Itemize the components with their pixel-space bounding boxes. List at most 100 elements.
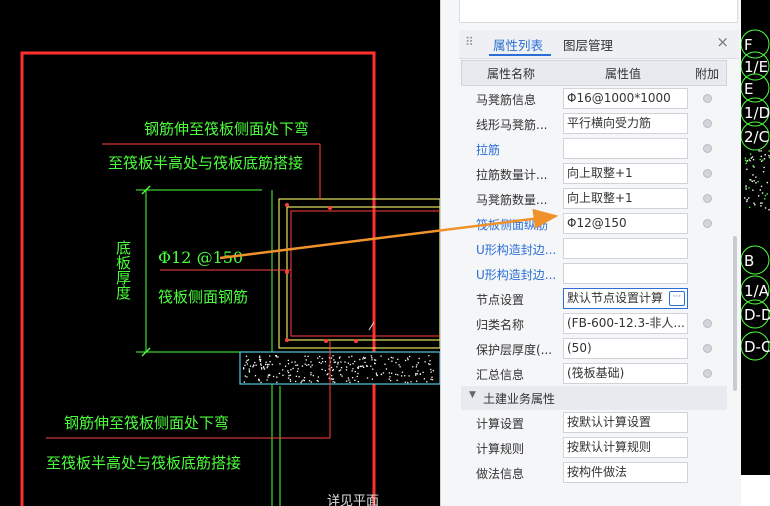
property-value-field[interactable]: (FB-600-12.3-非人... — [563, 313, 688, 334]
raft-section-inner — [286, 206, 440, 341]
axis-bubble — [741, 245, 770, 275]
property-name: 计算设置 — [476, 417, 525, 431]
property-name: 归类名称 — [476, 318, 525, 332]
column-extra-header: 附加 — [695, 67, 720, 81]
extra-checkbox[interactable] — [703, 369, 712, 378]
extra-checkbox[interactable] — [703, 219, 712, 228]
property-value: (50) — [567, 341, 592, 355]
close-icon[interactable]: × — [716, 33, 729, 51]
extra-checkbox[interactable] — [703, 319, 712, 328]
property-value: 平行横向受力筋 — [567, 116, 652, 130]
property-value: 向上取整+1 — [567, 191, 633, 205]
property-row[interactable]: 拉筋数量计... 向上取整+1 — [461, 161, 727, 186]
property-value-field[interactable]: (筏板基础) — [563, 363, 688, 384]
property-row[interactable]: 归类名称 (FB-600-12.3-非人... — [461, 311, 727, 336]
rebar-dot — [324, 339, 328, 343]
top-box — [459, 0, 738, 23]
axis-label: D-C — [744, 338, 770, 356]
cad-note-bottom-2: 至筏板半高处与筏板底筋搭接 — [46, 454, 242, 472]
property-value-field[interactable]: 按默认计算规则 — [563, 437, 688, 458]
property-value: 按默认计算设置 — [567, 415, 652, 429]
property-name: U形构造封边... — [476, 243, 556, 257]
axis-bubble — [741, 331, 770, 361]
property-row[interactable]: 汇总信息 (筏板基础) — [461, 361, 727, 386]
axis-label: 1/A — [744, 282, 770, 300]
property-value-field[interactable] — [563, 238, 688, 259]
axis-label: 1/E — [744, 58, 768, 76]
axis-bubble — [741, 51, 770, 81]
cad-rebar-name: 筏板侧面钢筋 — [158, 288, 249, 306]
drag-handle-icon[interactable]: ⠿ — [465, 35, 474, 49]
axis-label: 2/C — [744, 128, 769, 146]
property-row[interactable]: 计算设置 按默认计算设置 — [461, 410, 727, 435]
property-row[interactable]: 马凳筋信息 Φ16@1000*1000 — [461, 86, 727, 111]
section-header[interactable]: ▼ 土建业务属性 — [461, 386, 727, 410]
property-name: 马凳筋信息 — [476, 93, 537, 107]
extra-checkbox[interactable] — [703, 194, 712, 203]
rebar-dot — [328, 206, 332, 210]
collapse-icon[interactable]: ▼ — [469, 390, 476, 400]
tab-property-list[interactable]: 属性列表 — [493, 38, 544, 53]
cad-note-bottom-1: 钢筋伸至筏板侧面处下弯 — [64, 414, 230, 432]
property-value: 默认节点设置计算 — [567, 291, 664, 305]
cad-note-top-2: 至筏板半高处与筏板底筋搭接 — [108, 154, 304, 172]
property-value-field[interactable]: 向上取整+1 — [563, 163, 688, 184]
cad-rebar-label: Φ12 @150 — [158, 248, 244, 267]
cad-thickness-label: 底板厚度 — [114, 240, 132, 300]
rebar-dot — [354, 339, 358, 343]
extra-checkbox[interactable] — [703, 119, 712, 128]
extra-checkbox[interactable] — [703, 169, 712, 178]
rebar-dot — [285, 270, 289, 274]
axis-bubble — [741, 121, 770, 151]
axis-bubble — [741, 73, 770, 103]
property-value-field[interactable] — [563, 138, 688, 159]
property-row[interactable]: U形构造封边... — [461, 261, 727, 286]
property-row[interactable]: 计算规则 按默认计算规则 — [461, 435, 727, 460]
property-value-field[interactable]: 向上取整+1 — [563, 188, 688, 209]
property-value-field[interactable]: Φ12@150 — [563, 213, 688, 234]
column-name-header: 属性名称 — [487, 67, 536, 81]
ellipsis-button[interactable]: ··· — [669, 291, 685, 306]
property-row[interactable]: U形构造封边... — [461, 236, 727, 261]
extra-checkbox[interactable] — [703, 94, 712, 103]
cushion-hatch — [243, 355, 434, 384]
property-value-field[interactable]: (50) — [563, 338, 688, 359]
property-name: 保护层厚度(... — [476, 343, 553, 357]
axis-strip-drawing: F1/EE1/D2/CB1/AD-DD-C — [741, 0, 770, 361]
tab-layer-manage[interactable]: 图层管理 — [563, 38, 614, 53]
property-value-field[interactable]: 按构件做法 — [563, 462, 688, 483]
property-value-field[interactable]: 默认节点设置计算 ··· — [563, 288, 688, 309]
property-value: Φ16@1000*1000 — [567, 91, 671, 105]
property-row[interactable]: 节点设置默认节点设置计算··· — [461, 286, 727, 311]
property-value-field[interactable]: 平行横向受力筋 — [563, 113, 688, 134]
property-value-field[interactable] — [563, 263, 688, 284]
extra-checkbox[interactable] — [703, 344, 712, 353]
dimension-tick — [141, 185, 151, 195]
property-row[interactable]: 保护层厚度(... (50) — [461, 336, 727, 361]
dimension-tick — [141, 347, 151, 357]
axis-bubble — [741, 29, 770, 59]
property-value: (FB-600-12.3-非人... — [567, 316, 685, 330]
property-row[interactable]: 做法信息按构件做法 — [461, 460, 727, 485]
property-name: 线形马凳筋... — [476, 118, 548, 132]
property-row[interactable]: 线形马凳筋... 平行横向受力筋 — [461, 111, 727, 136]
property-value: 按默认计算规则 — [567, 440, 652, 454]
property-value-field[interactable]: 按默认计算设置 — [563, 412, 688, 433]
cad-mark — [368, 321, 375, 331]
property-value-field[interactable]: Φ16@1000*1000 — [563, 88, 688, 109]
property-value: (筏板基础) — [567, 366, 625, 380]
property-value: Φ12@150 — [567, 216, 627, 230]
scrollbar[interactable] — [733, 236, 737, 391]
property-row[interactable]: 拉筋 — [461, 136, 727, 161]
axis-bubble — [741, 275, 770, 305]
axis-label: D-D — [744, 306, 770, 324]
cad-canvas[interactable]: 钢筋伸至筏板侧面处下弯 至筏板半高处与筏板底筋搭接 Φ12 @150 筏板侧面钢… — [0, 0, 440, 506]
rebar-loop — [290, 210, 440, 337]
extra-checkbox[interactable] — [703, 144, 712, 153]
property-name: 汇总信息 — [476, 368, 525, 382]
property-name: 计算规则 — [476, 442, 525, 456]
property-row[interactable]: 马凳筋数量...向上取整+1 — [461, 186, 727, 211]
rebar-dot — [285, 203, 289, 207]
property-name: 拉筋数量计... — [476, 168, 548, 182]
